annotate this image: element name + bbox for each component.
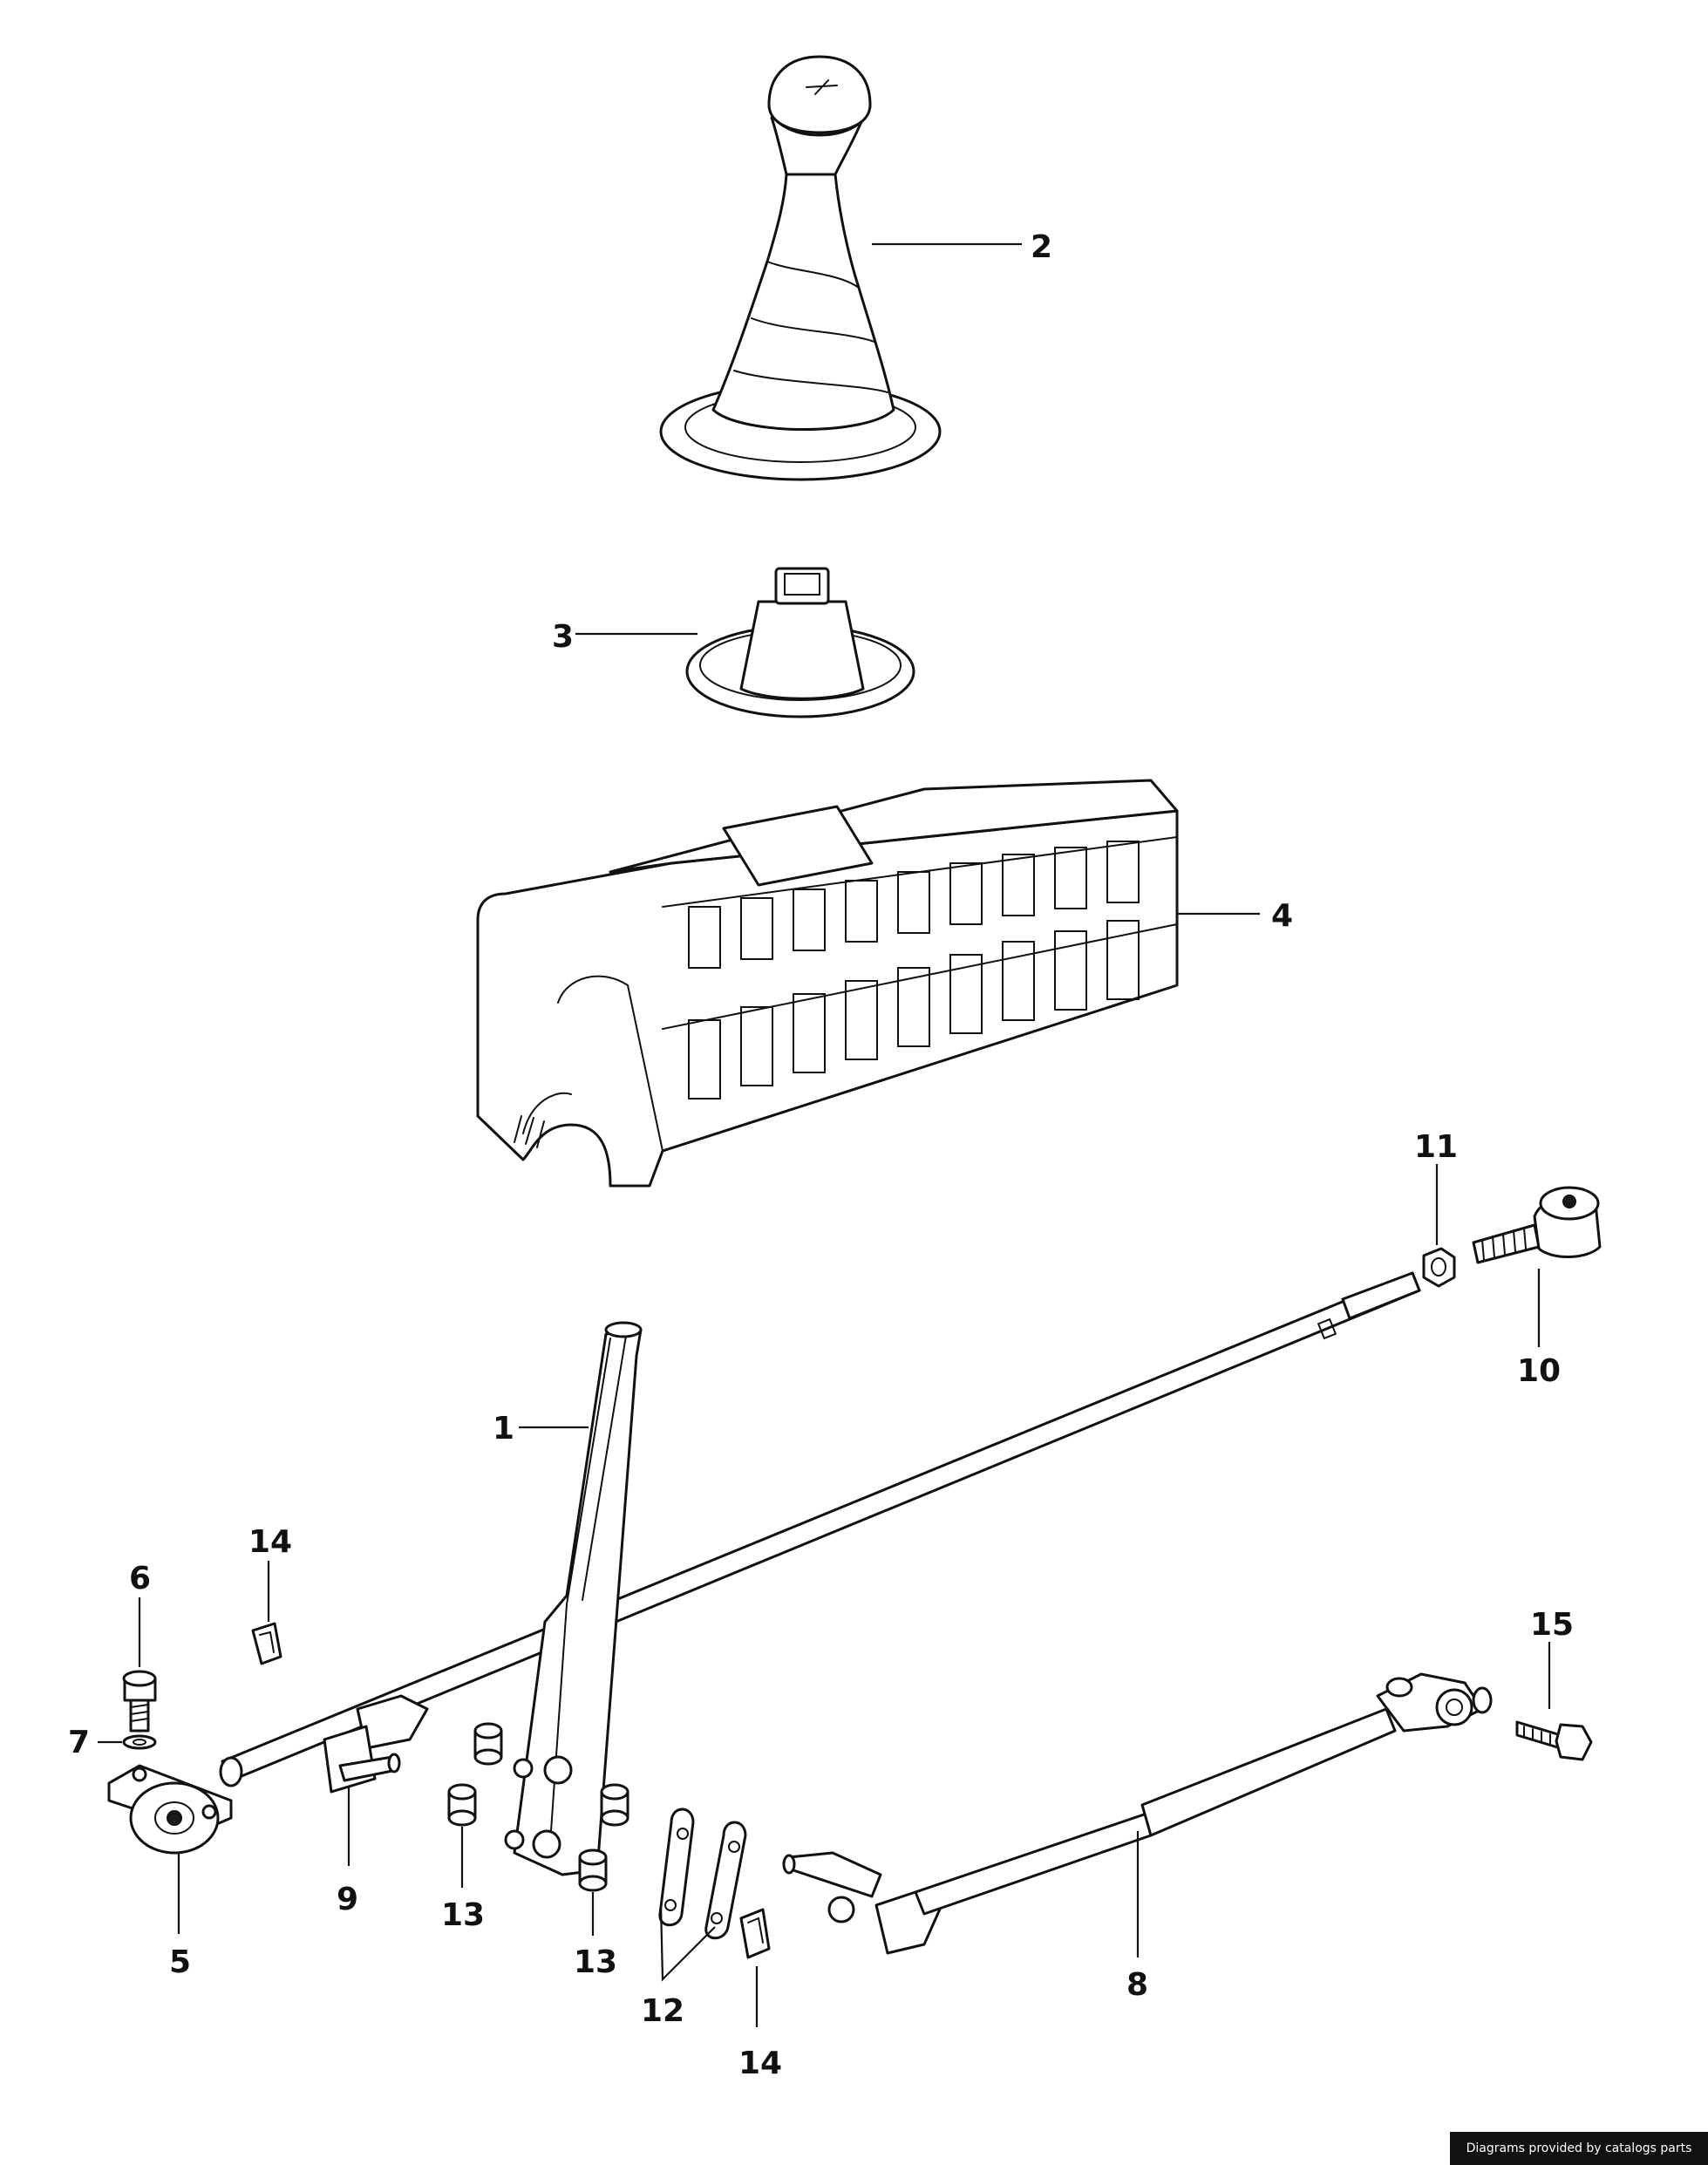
callout-3: 3: [552, 619, 574, 655]
callout-1: 1: [493, 1411, 514, 1447]
screw: [1515, 1642, 1593, 1761]
callout-10: 10: [1517, 1353, 1561, 1389]
clip-lower: [739, 1908, 771, 2027]
callout-13-left: 13: [441, 1897, 485, 1933]
housing-ribs: [688, 841, 1140, 1100]
callout-14-lower: 14: [738, 2046, 782, 2081]
nut: [1422, 1164, 1456, 1288]
pin: [338, 1753, 401, 1866]
shift-rod: [219, 1271, 1421, 1794]
callout-5: 5: [169, 1944, 191, 1980]
callout-9: 9: [337, 1882, 358, 1917]
link-plates: [658, 1808, 747, 1982]
inner-boot: [575, 567, 915, 718]
bushings: [447, 1722, 629, 1936]
callout-labels: 2 3 4 11 10 1 14 6 15 7 9 13 5 13 8 12 1…: [68, 229, 1574, 2081]
washer: [98, 1734, 157, 1750]
callout-2: 2: [1031, 229, 1052, 265]
callout-14-upper: 14: [248, 1524, 292, 1560]
shift-lever: [504, 1321, 643, 1876]
callout-12: 12: [641, 1993, 684, 2029]
selector-rod: [782, 1672, 1493, 1957]
callout-6: 6: [129, 1561, 151, 1597]
bolt: [122, 1597, 157, 1733]
shift-housing: [476, 779, 1260, 1188]
callout-15: 15: [1530, 1607, 1574, 1643]
shift-knob-boot: [659, 55, 1022, 481]
callout-7: 7: [68, 1725, 90, 1760]
callout-13-right: 13: [574, 1944, 617, 1980]
attribution-banner: Diagrams provided by catalogs parts: [1450, 2132, 1708, 2165]
bearing-mount: [107, 1764, 233, 1934]
callout-8: 8: [1126, 1967, 1148, 2003]
callout-4: 4: [1271, 898, 1293, 934]
callout-11: 11: [1414, 1129, 1458, 1165]
clip-upper: [251, 1561, 282, 1665]
ball-socket: [1472, 1186, 1602, 1347]
